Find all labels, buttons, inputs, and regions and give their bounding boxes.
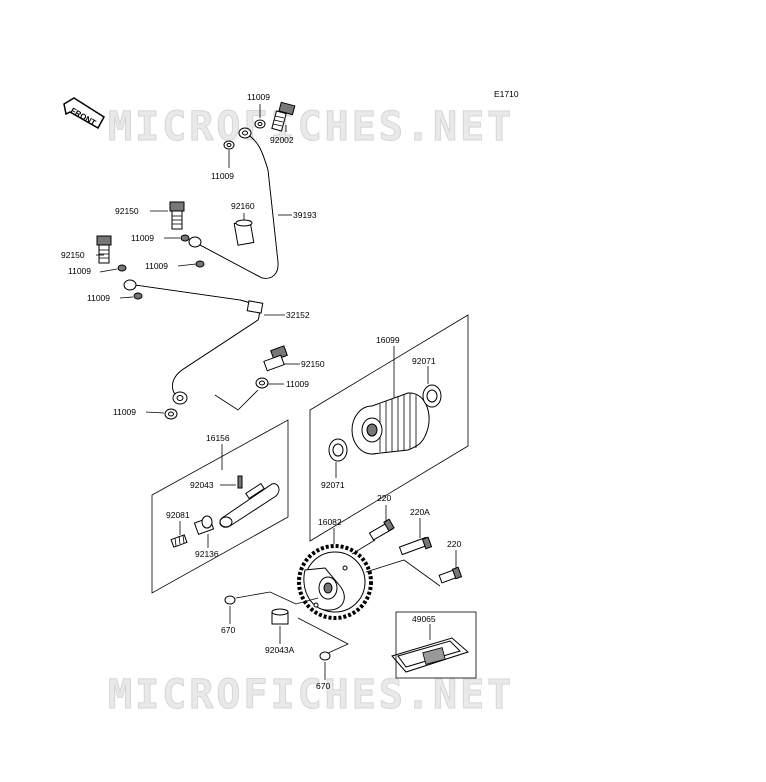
label-92081: 92081 <box>166 510 190 520</box>
shaft-16156 <box>219 482 280 528</box>
shaft-frame <box>151 419 289 594</box>
oil-filter-16099 <box>351 392 430 455</box>
label-92043A: 92043A <box>265 645 295 655</box>
label-92150: 92150 <box>115 206 139 216</box>
label-11009: 11009 <box>286 379 309 389</box>
label-39193: 39193 <box>293 210 317 220</box>
label-670: 670 <box>221 625 235 635</box>
label-220A: 220A <box>410 507 430 517</box>
strainer-49065 <box>391 637 469 673</box>
label-92043: 92043 <box>190 480 214 490</box>
label-49065: 49065 <box>412 614 436 624</box>
strainer-frame <box>395 611 477 679</box>
label-16082: 16082 <box>318 517 342 527</box>
label-670: 670 <box>316 681 330 691</box>
label-11009: 11009 <box>211 171 234 181</box>
label-92071: 92071 <box>321 480 345 490</box>
label-11009: 11009 <box>87 293 110 303</box>
label-11009: 11009 <box>131 233 154 243</box>
label-11009: 11009 <box>145 261 168 271</box>
diagram-code: E1710 <box>494 89 519 99</box>
front-arrow-icon: FRONT <box>63 97 105 130</box>
label-11009: 11009 <box>113 407 136 417</box>
label-11009: 11009 <box>68 266 91 276</box>
oil-pump-16082 <box>297 544 373 620</box>
watermark-top: MICROFICHES.NET <box>108 104 514 150</box>
label-92136: 92136 <box>195 549 219 559</box>
bolt-92150-b <box>96 235 112 264</box>
bolt-92002 <box>271 101 296 132</box>
label-92150: 92150 <box>61 250 85 260</box>
label-32152: 32152 <box>286 310 310 320</box>
label-92002: 92002 <box>270 135 294 145</box>
label-92160: 92160 <box>231 201 255 211</box>
label-16099: 16099 <box>376 335 400 345</box>
label-92150: 92150 <box>301 359 325 369</box>
label-92071: 92071 <box>412 356 436 366</box>
watermark-bottom: MICROFICHES.NET <box>108 672 514 718</box>
bolt-92150-c <box>263 345 288 372</box>
label-220: 220 <box>377 493 391 503</box>
label-220: 220 <box>447 539 461 549</box>
filter-frame <box>309 314 469 542</box>
label-11009: 11009 <box>247 92 270 102</box>
bolt-92150-a <box>169 201 185 230</box>
label-16156: 16156 <box>206 433 230 443</box>
